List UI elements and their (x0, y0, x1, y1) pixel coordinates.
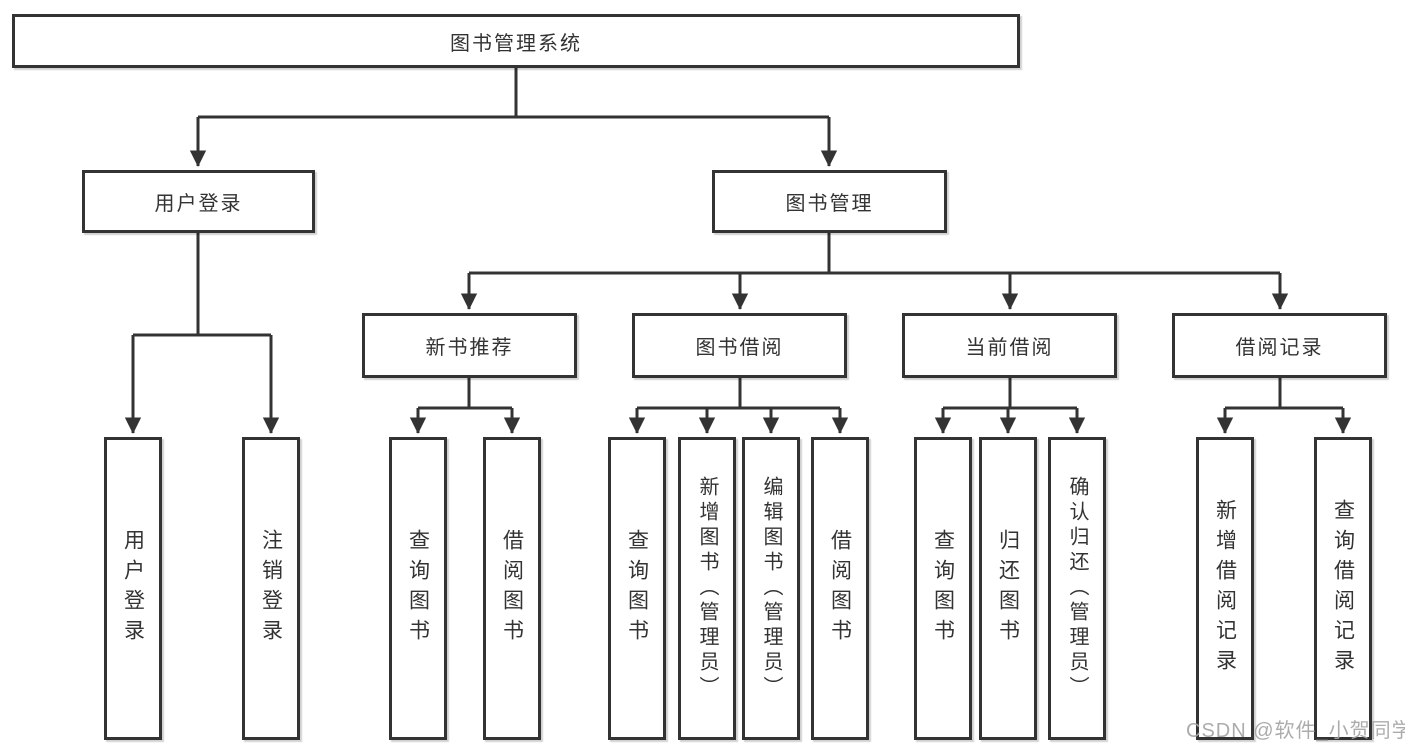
node-book-borrowing: 图书借阅 (632, 313, 847, 378)
leaf-user-login: 用户登录 (104, 437, 162, 740)
leaf-borrow-book-recommend: 借阅图书 (483, 437, 541, 740)
leaf-edit-book-admin: 编辑图书（管理员） (742, 437, 800, 740)
connector-skeleton (133, 68, 1343, 410)
leaf-add-borrow-record: 新增借阅记录 (1196, 437, 1254, 740)
leaf-borrow-book-borrowing: 借阅图书 (811, 437, 869, 740)
watermark: CSDN @软件_小贺同学 (1186, 720, 1405, 742)
leaf-logout: 注销登录 (242, 437, 300, 740)
node-current-borrowing: 当前借阅 (902, 313, 1117, 378)
leaf-return-book: 归还图书 (979, 437, 1037, 740)
node-book-management: 图书管理 (712, 170, 947, 233)
node-library-system: 图书管理系统 (12, 14, 1020, 68)
node-new-book-recommend: 新书推荐 (362, 313, 577, 378)
leaf-query-borrow-record: 查询借阅记录 (1314, 437, 1372, 740)
node-user-login: 用户登录 (82, 170, 315, 233)
node-borrowing-records: 借阅记录 (1172, 313, 1387, 378)
leaf-query-book-borrowing: 查询图书 (608, 437, 666, 740)
leaf-confirm-return-admin: 确认归还（管理员） (1048, 437, 1106, 740)
leaf-query-book-recommend: 查询图书 (389, 437, 447, 740)
leaf-add-book-admin: 新增图书（管理员） (678, 437, 736, 740)
leaf-query-book-current: 查询图书 (914, 437, 972, 740)
